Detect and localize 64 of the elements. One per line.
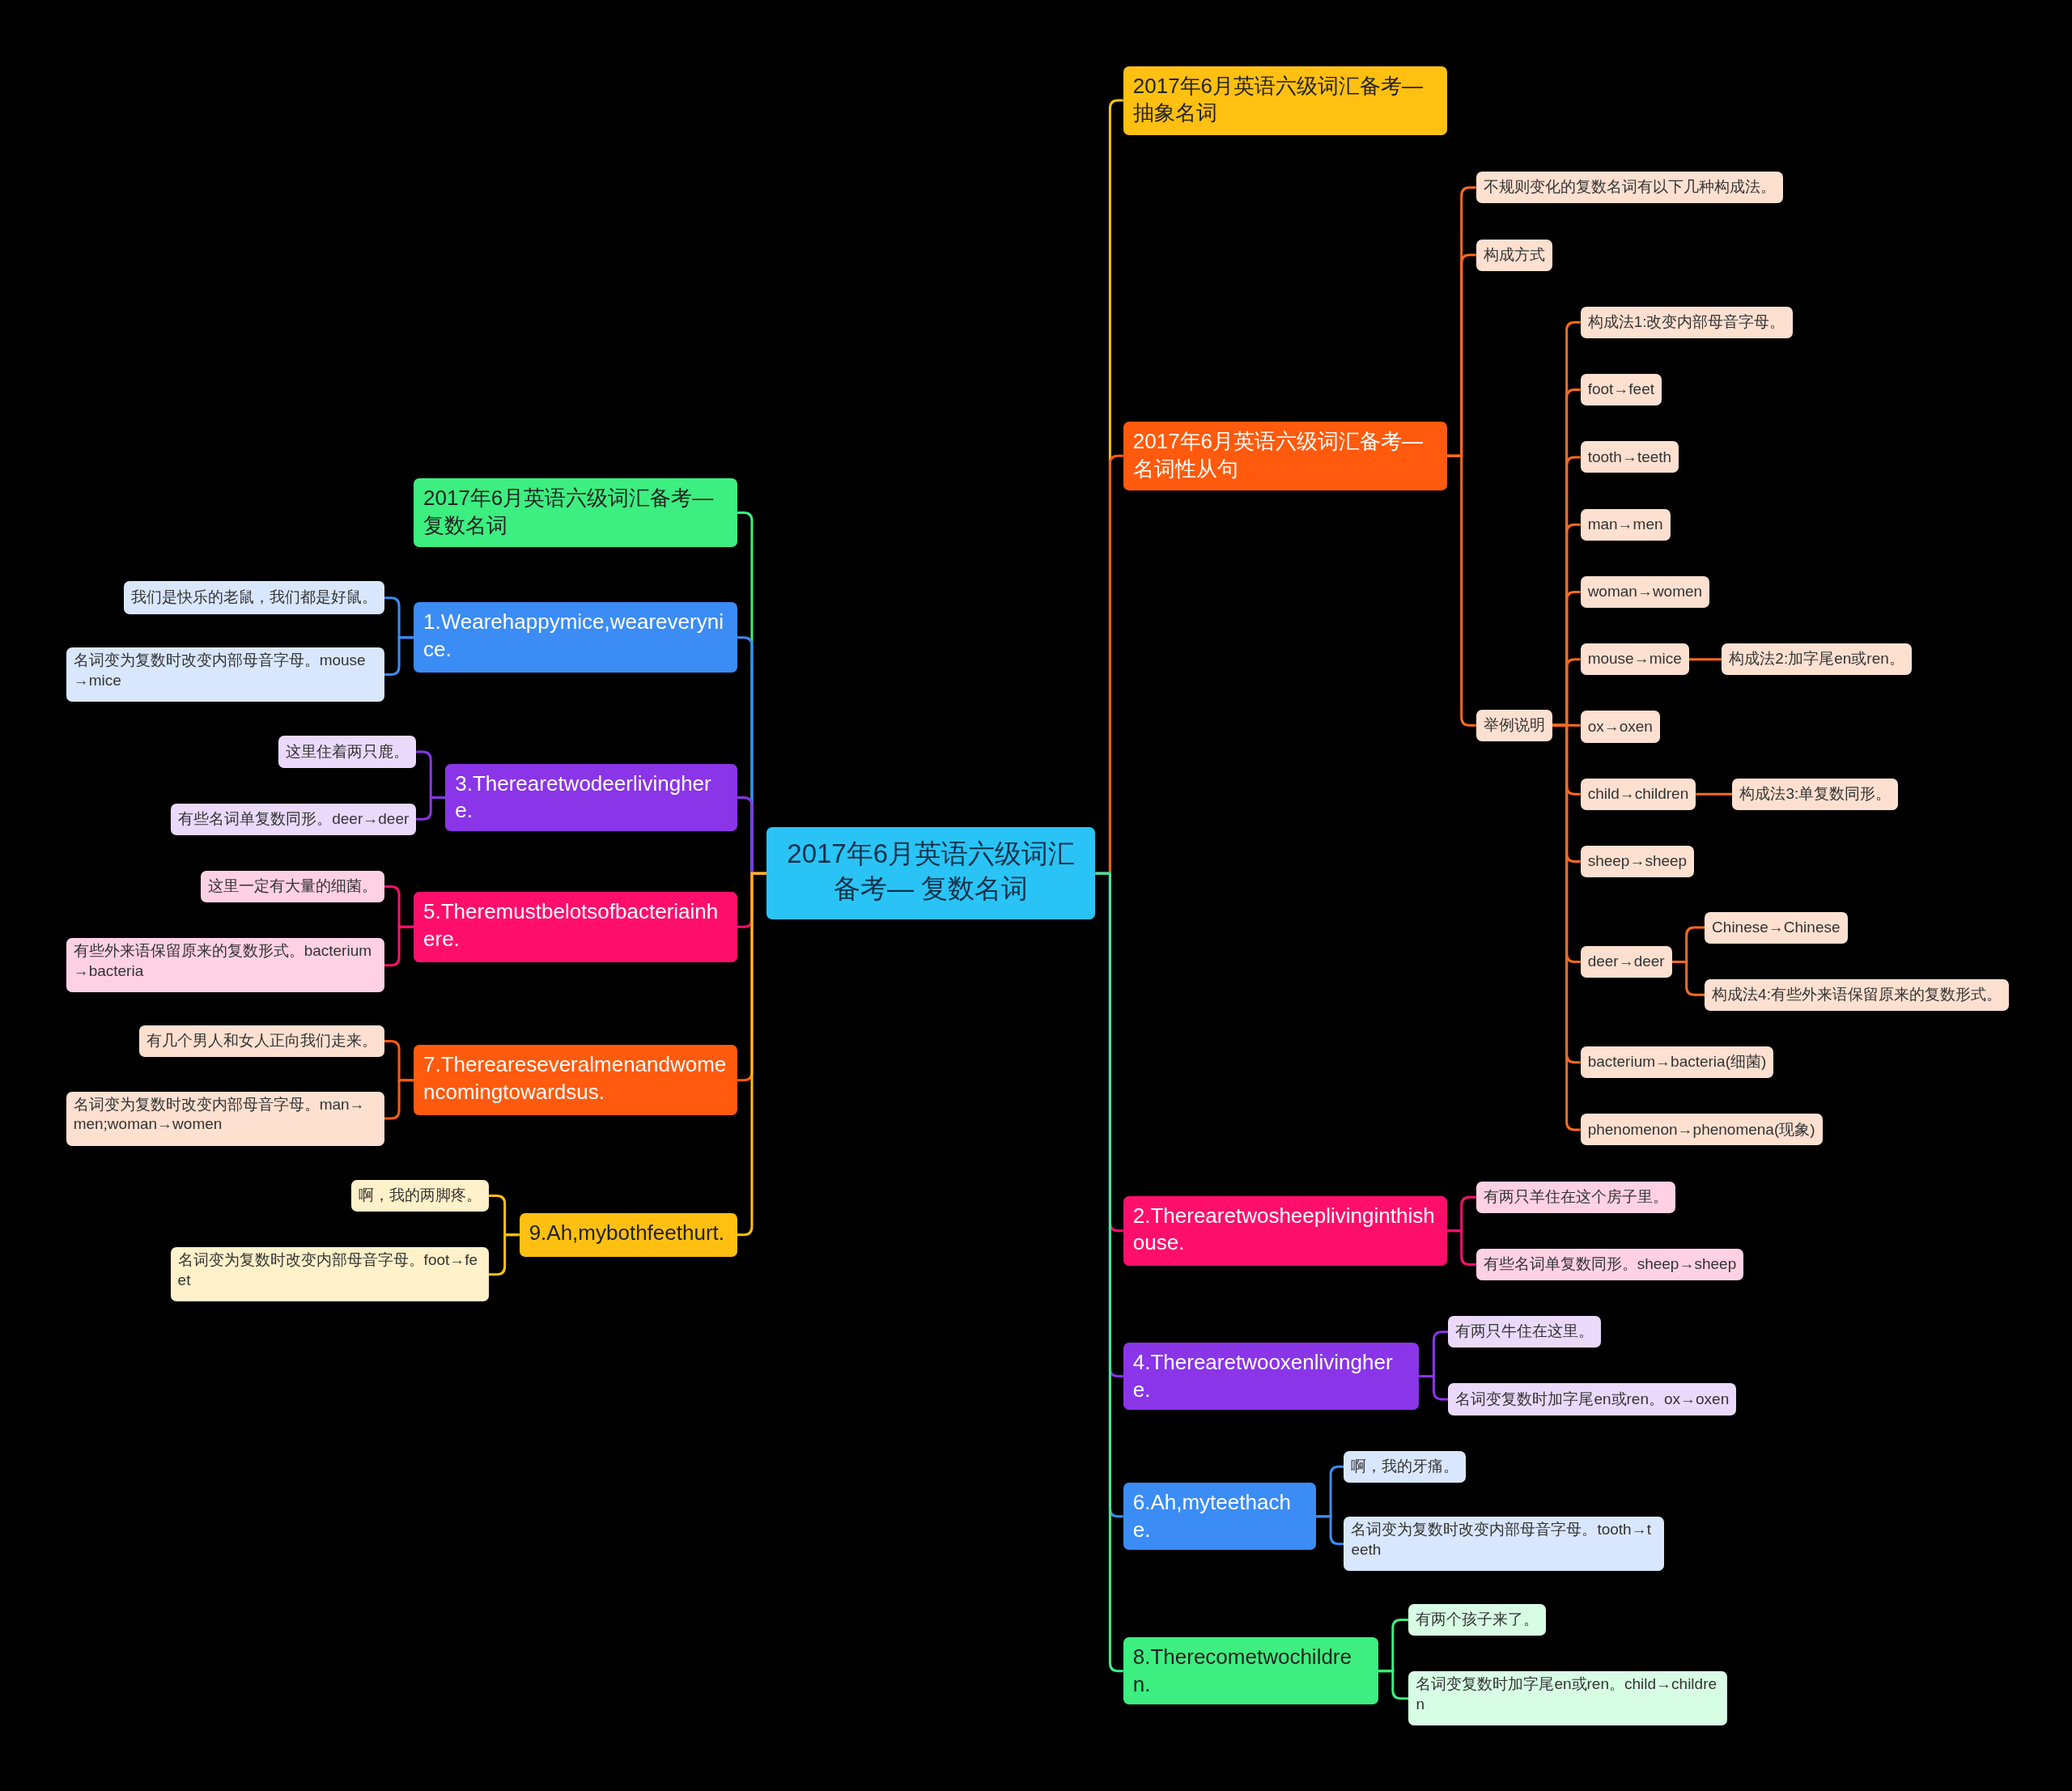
- branch-topic: 3.Therearetwodeerlivinghere.: [445, 763, 737, 832]
- central-topic: 2017年6月英语六级词汇备考— 复数名词: [766, 827, 1096, 920]
- subtopic: 名词变为复数时改变内部母音字母。mouse→mice: [66, 647, 385, 702]
- branch-topic: 7.Thereareseveralmenandwomencomingtowardsus.: [414, 1045, 737, 1115]
- connector: [1446, 454, 1476, 727]
- connector: [1419, 1375, 1449, 1401]
- subtopic: Chinese→Chinese: [1705, 911, 1848, 944]
- subtopic: 这里一定有大量的细菌。: [201, 870, 385, 903]
- subtopic: 举例说明: [1475, 709, 1552, 741]
- connector: [416, 796, 446, 821]
- subtopic: 有些外来语保留原来的复数形式。bacterium→bacteria: [66, 938, 385, 993]
- subtopic: foot→feet: [1580, 374, 1662, 406]
- subtopic: 这里住着两只鹿。: [278, 736, 417, 768]
- branch-topic: 8.Therecometwochildren.: [1123, 1636, 1378, 1705]
- subtopic: 名词变复数时加字尾en或ren。ox→oxen: [1448, 1383, 1737, 1415]
- subtopic: 构成法1:改变内部母音字母。: [1580, 306, 1793, 338]
- branch-topic: 2017年6月英语六级词汇备考—复数名词: [414, 478, 737, 547]
- subtopic: 不规则变化的复数名词有以下几种构成法。: [1475, 172, 1783, 204]
- connector: [384, 636, 414, 676]
- connector: [489, 1233, 520, 1276]
- connector: [737, 872, 766, 1237]
- subtopic: 构成法3:单复数同形。: [1732, 778, 1899, 810]
- subtopic: phenomenon→phenomena(现象): [1580, 1114, 1823, 1146]
- subtopic: 有些名词单复数同形。deer→deer: [171, 803, 417, 835]
- branch-topic: 4.Therearetwooxenlivinghere.: [1123, 1342, 1420, 1411]
- subtopic: 有两只羊住在这个房子里。: [1475, 1181, 1675, 1213]
- subtopic: bacterium→bacteria(细菌): [1580, 1046, 1774, 1079]
- connector: [1316, 1515, 1344, 1546]
- subtopic: woman→women: [1580, 575, 1710, 608]
- subtopic: 构成方式: [1475, 239, 1552, 271]
- branch-topic: 6.Ah,myteethache.: [1123, 1482, 1317, 1551]
- subtopic: 有两个孩子来了。: [1408, 1604, 1547, 1636]
- subtopic: 啊，我的两脚疼。: [351, 1179, 490, 1212]
- connector: [1446, 1229, 1476, 1266]
- subtopic: sheep→sheep: [1580, 845, 1695, 878]
- subtopic: ox→oxen: [1580, 711, 1660, 743]
- subtopic: 名词变为复数时改变内部母音字母。man→men;woman→women: [66, 1091, 385, 1146]
- branch-topic: 2017年6月英语六级词汇备考—抽象名词: [1123, 66, 1447, 135]
- subtopic: 啊，我的牙痛。: [1344, 1450, 1467, 1483]
- subtopic: tooth→teeth: [1580, 441, 1679, 473]
- subtopic: 名词变为复数时改变内部母音字母。foot→feet: [170, 1247, 490, 1302]
- branch-topic: 1.Wearehappymice,weareverynice.: [414, 602, 737, 673]
- connector: [1688, 658, 1722, 661]
- subtopic: 有几个男人和女人正向我们走来。: [139, 1025, 385, 1058]
- subtopic: child→children: [1580, 778, 1696, 810]
- branch-topic: 9.Ah,mybothfeethurt.: [519, 1212, 737, 1257]
- connector: [384, 1079, 414, 1120]
- branch-topic: 2.Therearetwosheeplivinginthishouse.: [1123, 1195, 1447, 1267]
- subtopic: 名词变为复数时改变内部母音字母。tooth→teeth: [1344, 1517, 1664, 1572]
- subtopic: deer→deer: [1580, 945, 1672, 978]
- connector: [1378, 1670, 1409, 1700]
- subtopic: mouse→mice: [1580, 643, 1689, 676]
- branch-topic: 2017年6月英语六级词汇备考—名词性从句: [1123, 421, 1447, 490]
- branch-topic: 5.Theremustbelotsofbacteriainhere.: [414, 892, 737, 962]
- subtopic: 我们是快乐的老鼠，我们都是好鼠。: [124, 581, 385, 615]
- subtopic: 构成法4:有些外来语保留原来的复数形式。: [1705, 978, 2009, 1011]
- subtopic: 名词变复数时加字尾en或ren。child→children: [1408, 1671, 1727, 1726]
- connector: [384, 925, 414, 967]
- subtopic: 有两只牛住在这里。: [1448, 1316, 1602, 1348]
- connector: [1671, 961, 1705, 996]
- subtopic: man→men: [1580, 508, 1671, 541]
- subtopic: 有些名词单复数同形。sheep→sheep: [1475, 1248, 1744, 1280]
- subtopic: 构成法2:加字尾en或ren。: [1722, 643, 1912, 676]
- connector: [1696, 792, 1733, 796]
